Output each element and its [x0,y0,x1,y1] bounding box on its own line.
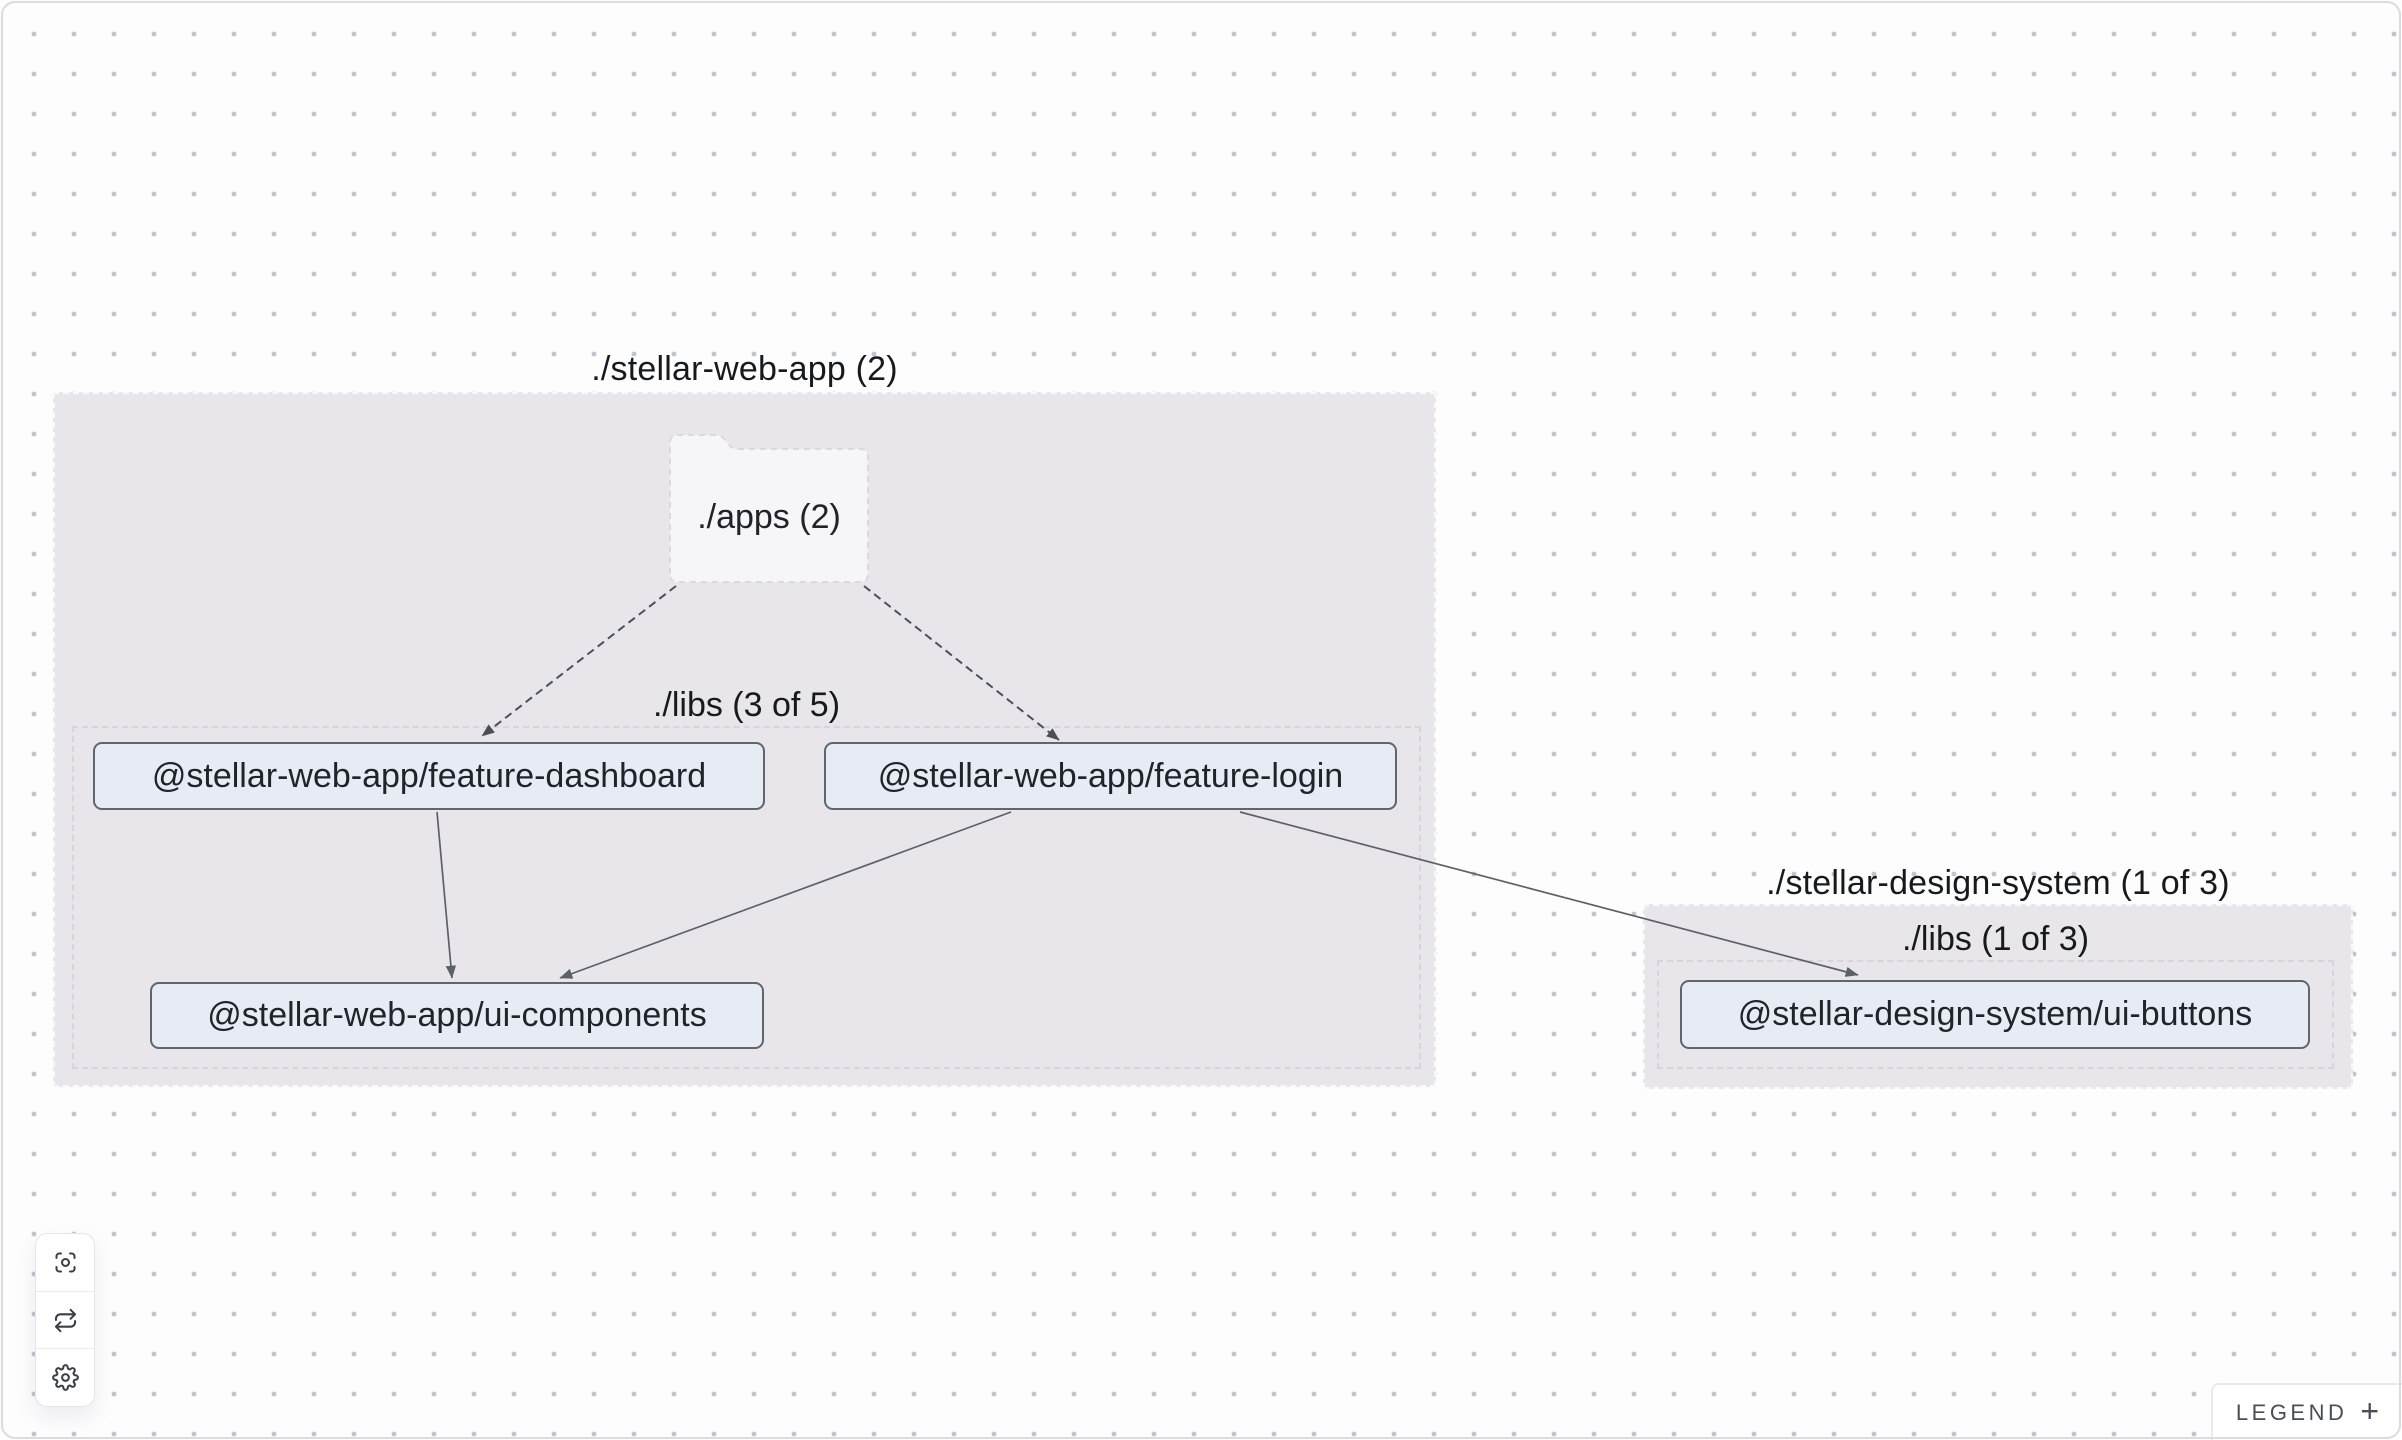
graph-toolbar [35,1233,95,1407]
subgroup-libs-design-system [1657,960,2334,1069]
refresh-button[interactable] [36,1290,94,1349]
edge-feature-login-to-ui-components [559,811,1012,979]
folder-icon [669,434,869,583]
group-label-stellar-web-app: ./stellar-web-app (2) [591,350,898,388]
settings-button[interactable] [36,1348,94,1406]
refresh-icon [54,1308,76,1332]
node-feature-login[interactable]: @stellar-web-app/feature-login [824,742,1397,810]
group-label-stellar-design-system: ./stellar-design-system (1 of 3) [1766,864,2230,902]
subgroup-libs-web-app [72,726,1421,1069]
legend-toggle[interactable]: LEGEND + [2211,1383,2402,1440]
zoom-to-fit-button[interactable] [36,1234,94,1291]
legend-label: LEGEND [2235,1399,2348,1425]
node-ui-buttons[interactable]: @stellar-design-system/ui-buttons [1680,980,2310,1049]
subgroup-label-libs-web-app: ./libs (3 of 5) [652,686,841,724]
plus-icon: + [2360,1393,2380,1429]
edge-apps-to-feature-login [863,585,1060,741]
subgroup-label-libs-design-system: ./libs (1 of 3) [1901,920,2090,958]
folder-node-apps[interactable]: ./apps (2) [668,432,870,585]
edge-feature-login-to-ui-buttons [1239,811,1859,977]
edge-apps-to-feature-dashboard [481,585,677,737]
focus-icon [54,1252,76,1273]
edge-feature-dashboard-to-ui-components [436,811,457,979]
folder-label-apps: ./apps (2) [697,497,841,536]
node-ui-components[interactable]: @stellar-web-app/ui-components [150,982,764,1049]
node-feature-dashboard[interactable]: @stellar-web-app/feature-dashboard [93,742,765,810]
settings-icon [51,1364,79,1392]
